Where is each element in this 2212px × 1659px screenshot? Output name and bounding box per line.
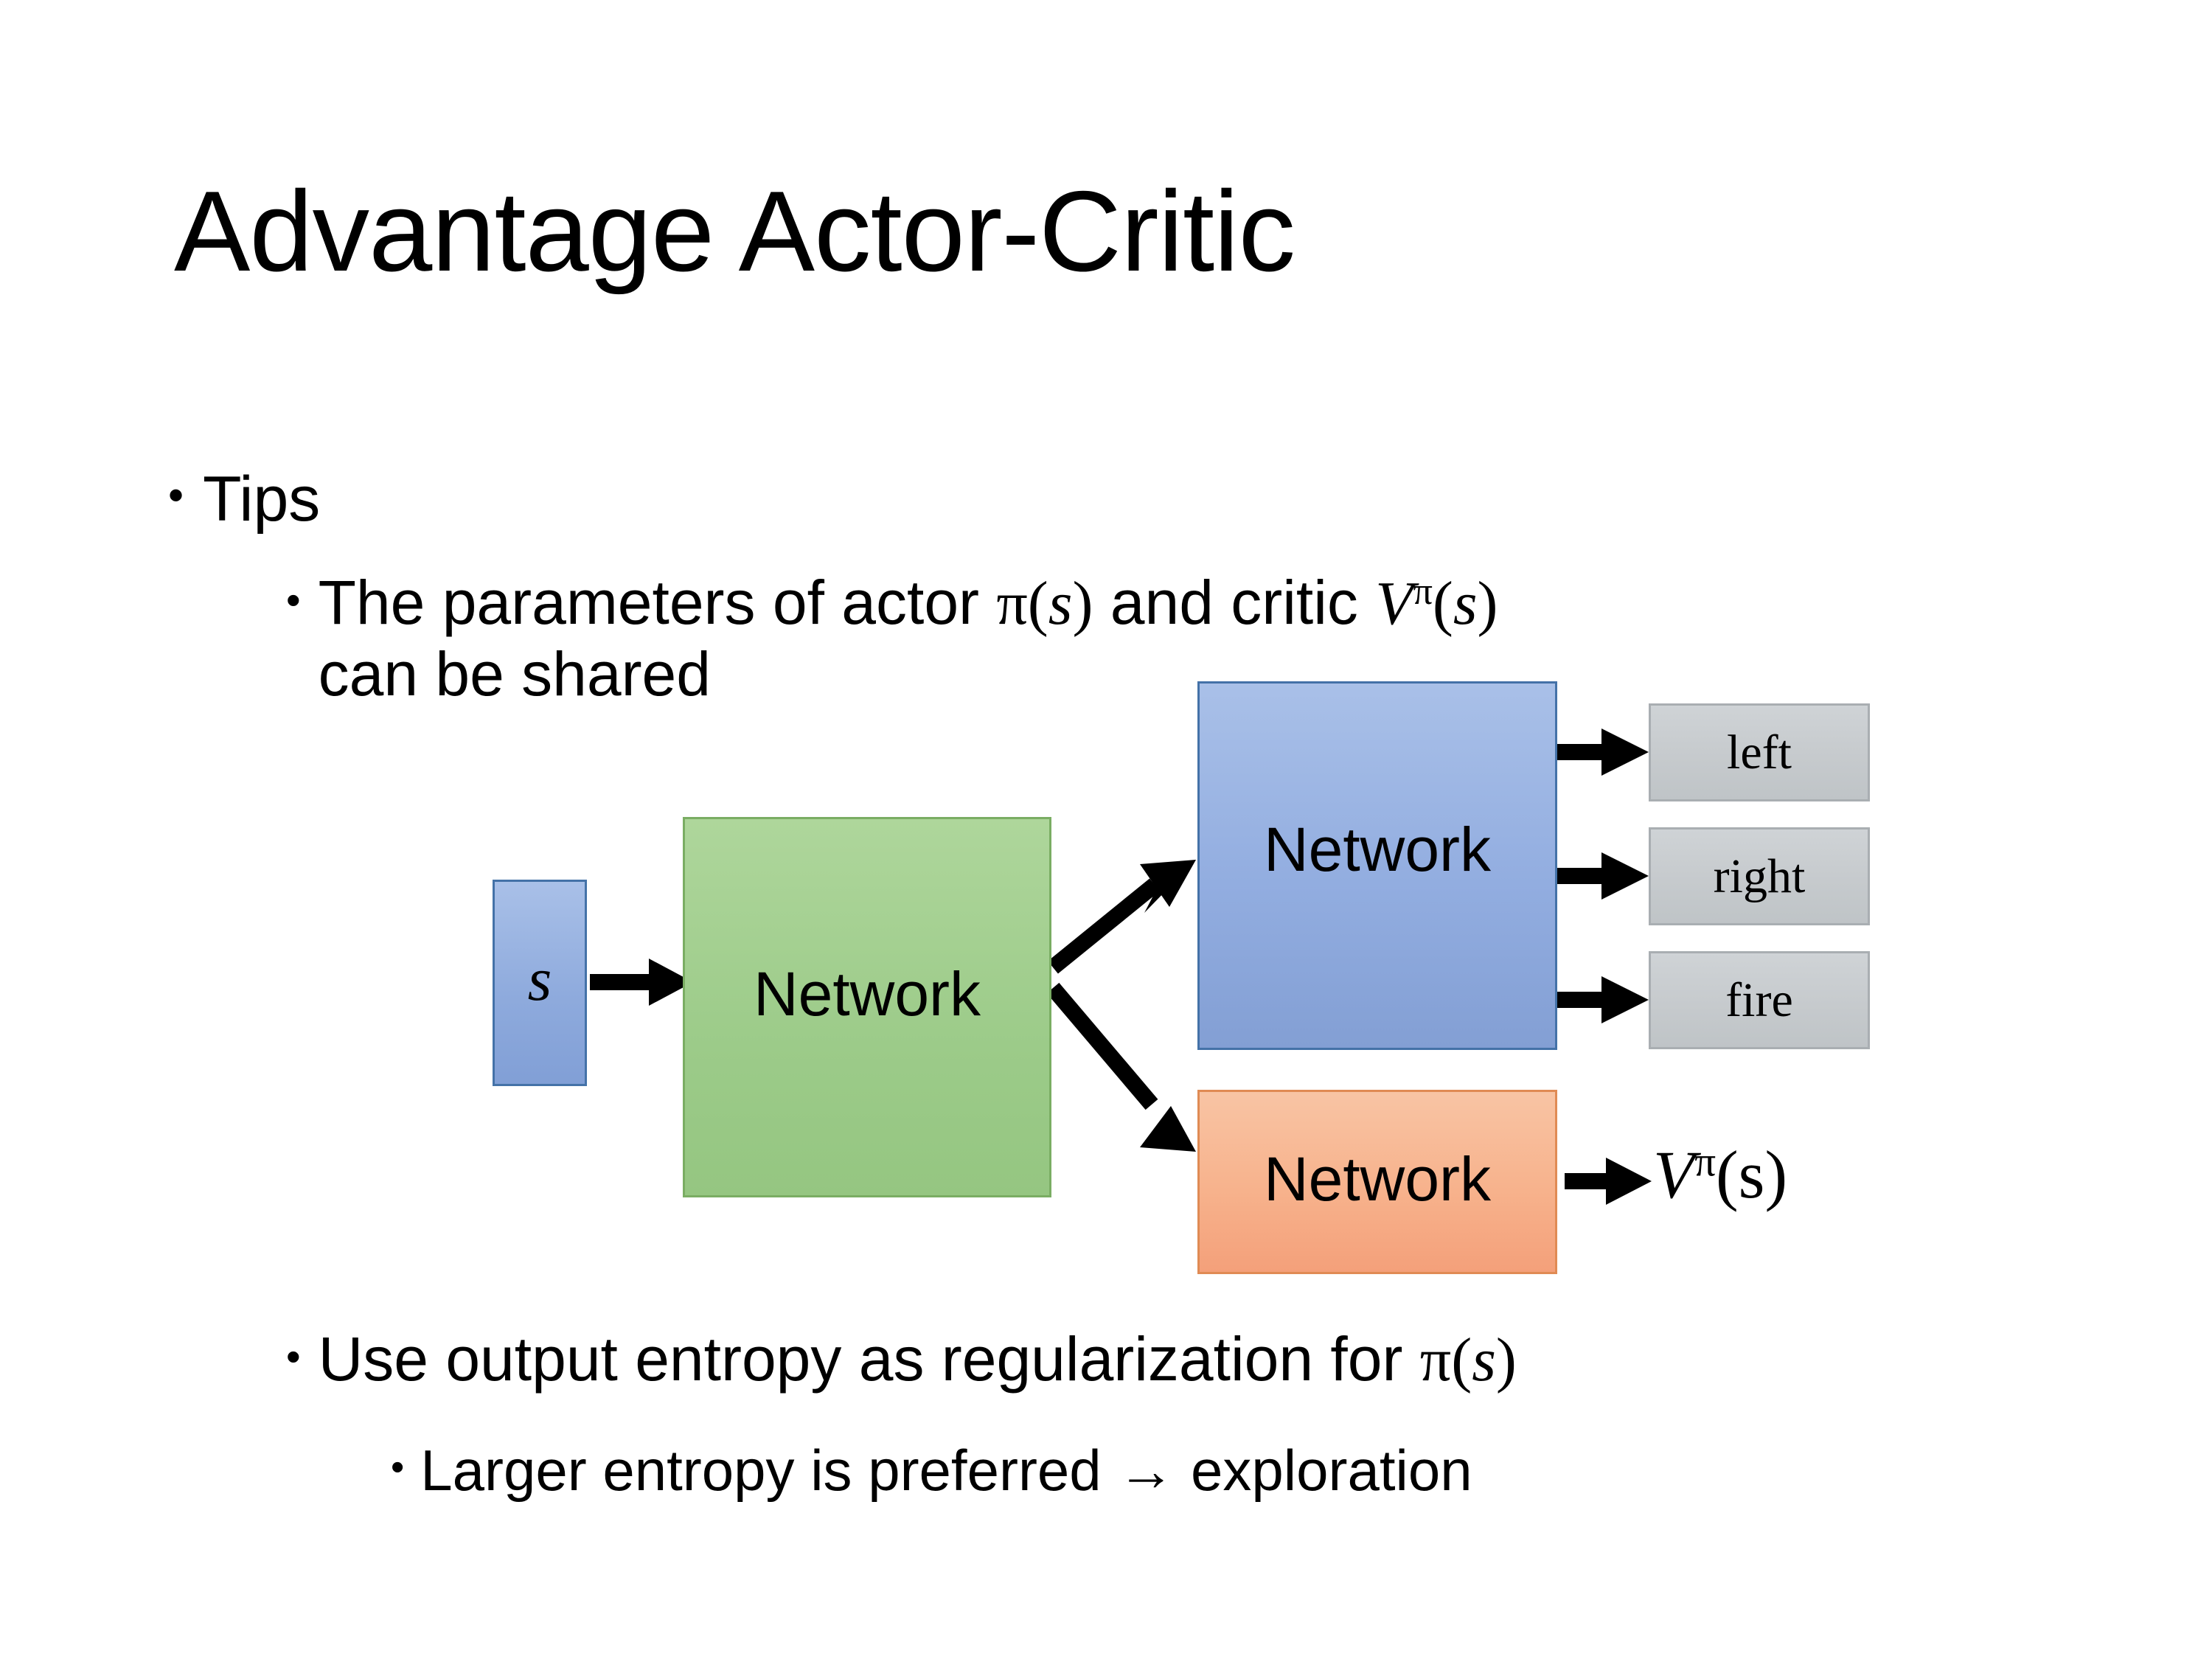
arrow-state-to-shared <box>590 959 693 1006</box>
arrow-actor-to-left <box>1557 728 1649 776</box>
arrow-shared-to-actor <box>1048 860 1196 974</box>
arrow-actor-to-fire <box>1557 976 1649 1023</box>
bullet-marker: • <box>286 577 301 623</box>
action-box-left[interactable]: left <box>1649 703 1870 801</box>
bullet-larger-entropy: • Larger entropy is preferred → explorat… <box>391 1438 2146 1503</box>
bullet-shared-parameters-label: The parameters of actor π(s) and critic … <box>319 568 2078 710</box>
bullet-tips: • Tips <box>168 463 320 535</box>
action-box-fire[interactable]: fire <box>1649 951 1870 1049</box>
node-critic-network[interactable]: Network <box>1197 1090 1557 1274</box>
arrow-actor-to-right <box>1557 852 1649 900</box>
text-and-critic: and critic <box>1093 568 1376 637</box>
bullet-entropy-regularization-label: Use output entropy as regularization for… <box>319 1324 2129 1396</box>
math-argument: (s) <box>1716 1137 1788 1212</box>
bullet-larger-entropy-label: Larger entropy is preferred → exploratio… <box>420 1438 1472 1503</box>
text-can-be-shared: can be shared <box>318 639 711 709</box>
math-v-pi-of-s: Vπ(s) <box>1653 1137 1787 1212</box>
math-v-pi-of-s: Vπ(s) <box>1375 569 1498 638</box>
bullet-shared-parameters: • The parameters of actor π(s) and criti… <box>286 568 2078 710</box>
text-use-output-entropy: Use output entropy as regularization for <box>318 1324 1420 1394</box>
node-state-input[interactable]: s <box>493 880 587 1086</box>
node-actor-network-label: Network <box>1263 815 1492 884</box>
node-state-input-label: s <box>527 945 552 1014</box>
arrow-critic-to-value <box>1565 1158 1652 1205</box>
critic-output-label: Vπ(s) <box>1653 1135 1787 1214</box>
math-pi-superscript: π <box>1694 1138 1716 1186</box>
page-title: Advantage Actor-Critic <box>174 167 1295 295</box>
node-actor-network[interactable]: Network <box>1197 681 1557 1050</box>
math-pi-of-s: π(s) <box>1419 1326 1517 1394</box>
math-v: V <box>1653 1137 1695 1212</box>
node-shared-network-label: Network <box>753 959 981 1029</box>
bullet-marker: • <box>391 1446 405 1489</box>
bullet-marker: • <box>168 470 184 520</box>
bullet-entropy-regularization: • Use output entropy as regularization f… <box>286 1324 2129 1396</box>
action-box-right[interactable]: right <box>1649 827 1870 925</box>
node-shared-network[interactable]: Network <box>683 817 1051 1197</box>
bullet-tips-label: Tips <box>203 464 321 535</box>
text-the-parameters-of-actor: The parameters of actor <box>318 568 997 637</box>
node-critic-network-label: Network <box>1263 1144 1492 1214</box>
arrow-shared-to-critic <box>1046 982 1196 1152</box>
math-pi-of-s: π(s) <box>996 569 1093 638</box>
bullet-marker: • <box>286 1333 301 1380</box>
